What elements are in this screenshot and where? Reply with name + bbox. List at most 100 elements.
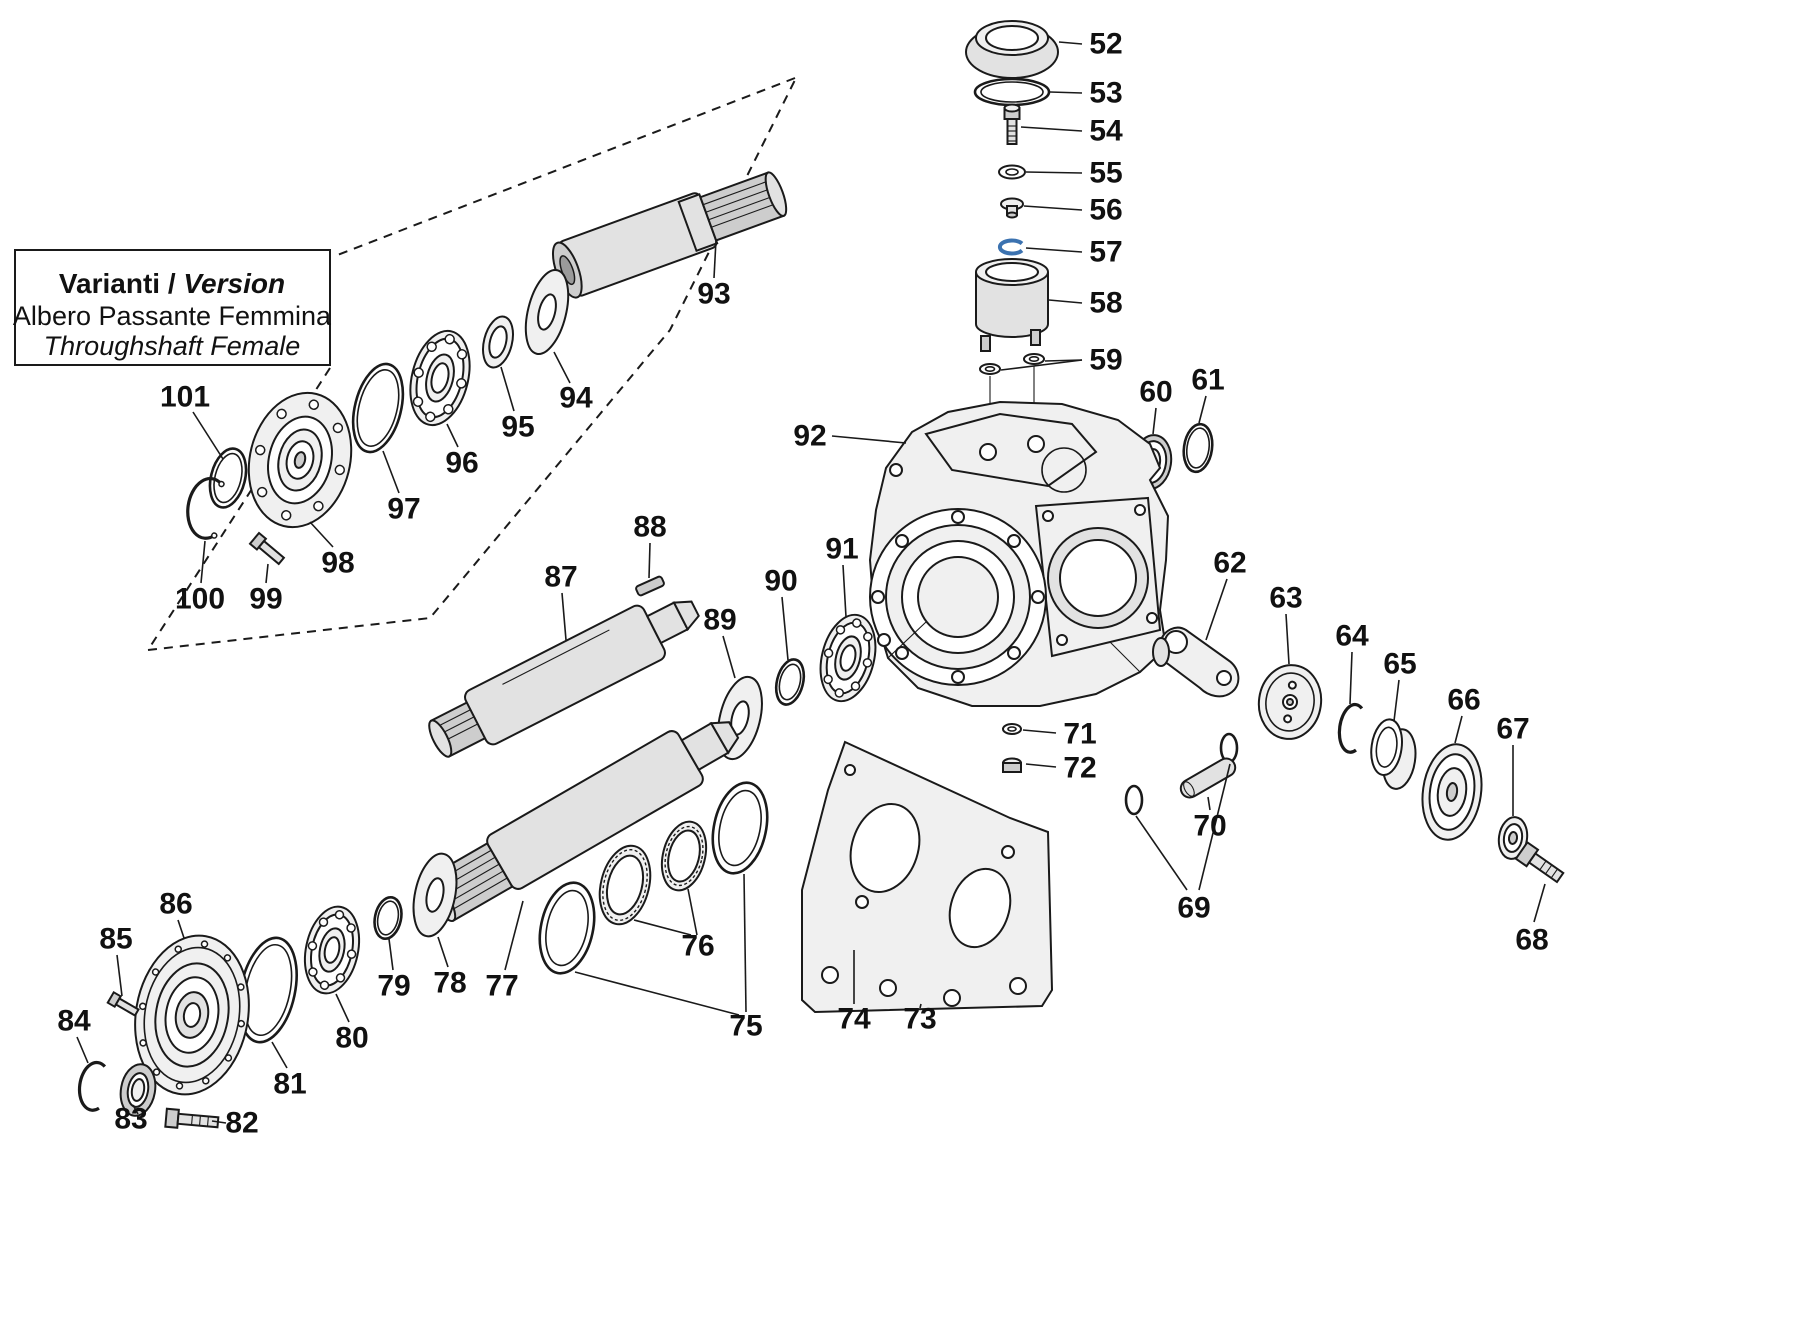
leader-line-60 (1152, 407, 1157, 435)
leader-line-52 (1058, 41, 1083, 45)
callout-52: 52 (1089, 28, 1122, 61)
part-55-washer (998, 164, 1026, 180)
callout-88: 88 (633, 511, 666, 544)
callout-98: 98 (321, 547, 354, 580)
part-93-throughshaft (551, 171, 788, 299)
leader-line-71 (1022, 729, 1057, 734)
callout-58: 58 (1089, 287, 1122, 320)
leader-line-95 (500, 366, 515, 412)
callout-59: 59 (1089, 344, 1122, 377)
callout-89: 89 (703, 604, 736, 637)
callout-100: 100 (175, 583, 225, 616)
callout-65: 65 (1383, 648, 1416, 681)
leader-line-101 (192, 411, 224, 460)
leader-line-88 (648, 542, 651, 579)
leader-line-90 (781, 596, 789, 661)
leader-line-93 (713, 239, 717, 279)
leader-line-63 (1285, 613, 1290, 665)
part-88-key (635, 575, 665, 597)
part-101-ring (208, 447, 248, 509)
callout-61: 61 (1191, 364, 1224, 397)
callout-84: 84 (57, 1005, 91, 1038)
callout-72: 72 (1063, 752, 1096, 785)
part-61-o-ring (1182, 422, 1214, 474)
callout-93: 93 (697, 278, 730, 311)
callout-85: 85 (99, 923, 132, 956)
leader-line-80 (335, 993, 350, 1023)
leader-line-65 (1393, 679, 1400, 722)
part-63-piston (1257, 664, 1323, 740)
callout-83: 83 (114, 1103, 147, 1136)
part-85-screw (106, 990, 140, 1017)
callout-94: 94 (559, 382, 593, 415)
leader-line-84 (76, 1036, 89, 1064)
variant-label-box: Varianti / Version Albero Passante Femmi… (13, 249, 332, 366)
leader-line-100 (200, 540, 206, 584)
variant-title: Varianti / Version (59, 268, 285, 299)
part-90-o-ring (774, 658, 806, 706)
callout-69: 69 (1177, 892, 1210, 925)
leader-line-70 (1207, 796, 1211, 811)
leader-line-98 (309, 521, 334, 548)
part-65-rings (1370, 718, 1417, 790)
leader-line-82 (211, 1120, 227, 1124)
callout-90: 90 (764, 565, 797, 598)
leader-line-62 (1205, 578, 1228, 641)
leader-line-97 (382, 450, 400, 494)
callout-74: 74 (837, 1003, 871, 1036)
leader-line-53 (1049, 91, 1083, 94)
callout-73: 73 (903, 1003, 936, 1036)
part-96-bearing (409, 329, 471, 427)
leader-line-87 (561, 592, 567, 641)
leader-line-58 (1048, 299, 1083, 304)
leader-line-72 (1025, 763, 1057, 768)
leader-line-59 (1044, 359, 1083, 362)
callout-53: 53 (1089, 77, 1122, 110)
part-98-bearing-flange (247, 391, 353, 529)
leader-line-79 (388, 938, 394, 971)
leader-line-89 (722, 635, 736, 679)
callout-91: 91 (825, 533, 858, 566)
part-68-bolt (1514, 840, 1565, 884)
leader-line-99 (265, 563, 269, 584)
leader-line-76 (687, 888, 698, 936)
callout-75: 75 (729, 1010, 762, 1043)
callout-76: 76 (681, 930, 714, 963)
variant-line-english: Throughshaft Female (44, 331, 301, 361)
leader-line-75 (743, 873, 747, 1013)
part-97-o-ring (351, 362, 405, 454)
callout-66: 66 (1447, 684, 1480, 717)
part-73-mounting-bracket (801, 740, 1054, 1014)
leader-line-86 (177, 919, 185, 939)
callout-81: 81 (273, 1068, 306, 1101)
callout-57: 57 (1089, 236, 1122, 269)
leader-line-94 (553, 351, 571, 384)
leader-line-91 (842, 564, 847, 618)
callout-96: 96 (445, 447, 478, 480)
callout-70: 70 (1193, 810, 1226, 843)
leader-line-83 (132, 1104, 139, 1115)
part-87-shaft (428, 600, 700, 758)
callout-64: 64 (1335, 620, 1369, 653)
callout-55: 55 (1089, 157, 1122, 190)
callout-80: 80 (335, 1022, 368, 1055)
part-67-cap (1497, 816, 1529, 860)
leader-line-92 (831, 435, 907, 444)
variant-line-italian: Albero Passante Femmina (13, 301, 332, 331)
part-56-valve (1000, 197, 1024, 219)
leader-line-54 (1020, 126, 1083, 132)
part-57-circlip-blue (997, 238, 1024, 256)
callout-101: 101 (160, 381, 210, 414)
leader-line-77 (504, 900, 524, 971)
part-84-circlip (77, 1060, 107, 1112)
part-80-bearing (303, 905, 361, 995)
callout-92: 92 (793, 420, 826, 453)
callout-97: 97 (387, 493, 420, 526)
part-54-screw (1003, 103, 1021, 145)
leader-line-57 (1025, 247, 1083, 253)
leader-line-69 (1198, 763, 1231, 891)
part-99-screw (248, 531, 286, 566)
callout-95: 95 (501, 411, 534, 444)
